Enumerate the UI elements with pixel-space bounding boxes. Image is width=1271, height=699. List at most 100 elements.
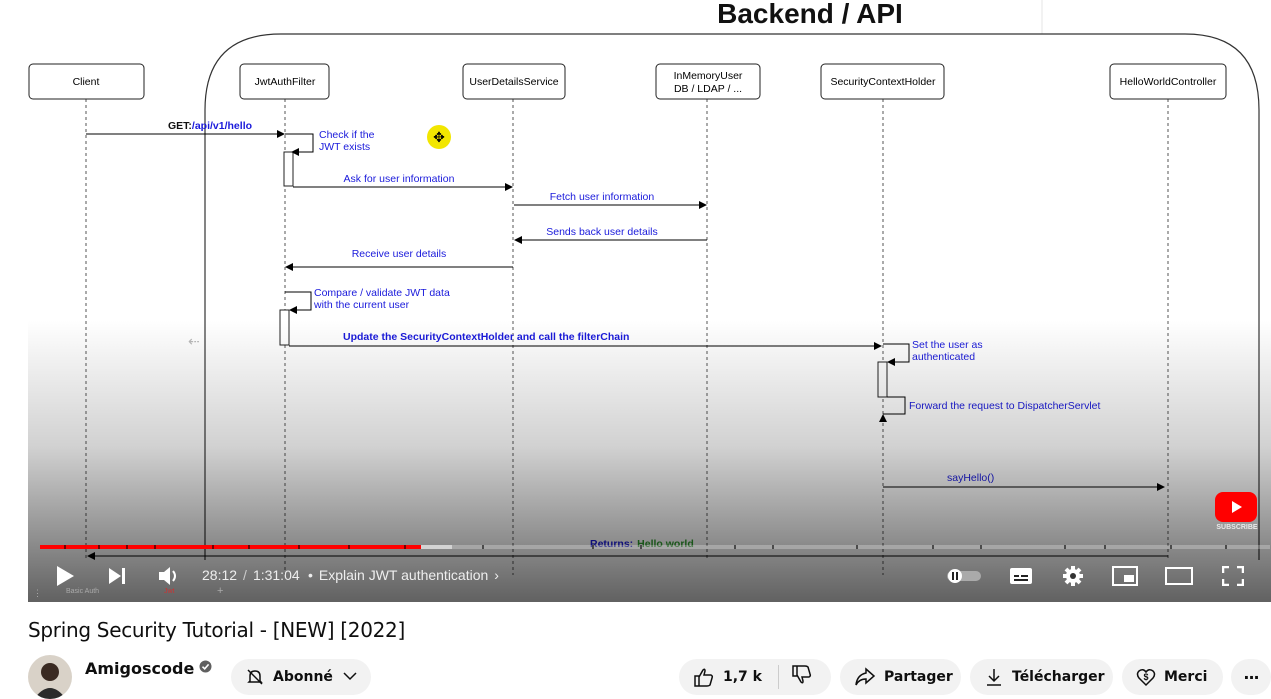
chapter-gap [1064,545,1066,549]
play-icon [57,566,74,586]
autoplay-icon [947,569,981,583]
player-controls: 28:12/1:31:04 •Explain JWT authenticatio… [28,556,1271,596]
chapter-gap [1104,545,1106,549]
theater-mode-button[interactable] [1164,562,1194,590]
video-title: Spring Security Tutorial - [NEW] [2022] [28,618,405,642]
chapter-gap [404,545,406,549]
chapter-bullet: • [308,567,313,583]
msg-check-jwt-arrow [285,133,314,156]
chapter-gaps [64,545,1227,549]
channel-name[interactable]: Amigoscode [85,659,195,678]
tab-add: + [217,585,224,597]
backend-boundary [204,33,1260,560]
svg-text:HelloWorldController: HelloWorldController [1120,76,1217,88]
like-count: 1,7 k [723,669,762,685]
sequence-diagram: Backend / API Client JwtAuthFilter UserD… [28,0,1260,575]
msg-set-user-arrow [883,343,910,366]
current-time: 28:12 [202,567,238,583]
tabs-menu-icon: ⋮ [33,588,42,598]
subscribe-watermark[interactable]: SUBSCRIBE [1214,490,1258,534]
download-label: Télécharger [1012,669,1105,685]
share-label: Partager [884,669,953,685]
play-button[interactable] [50,562,80,590]
gear-icon [1063,566,1083,586]
like-dislike-group: 1,7 k [679,659,831,695]
chapter-gap [154,545,156,549]
actor-jwt-auth-filter: JwtAuthFilter [239,63,330,100]
subscribed-label: Abonné [273,669,333,685]
msg-say-hello: sayHello() [947,472,994,484]
chapter-gap [126,545,128,549]
download-button[interactable]: Télécharger [970,659,1113,695]
chapter-gap [98,545,100,549]
progress-track [40,545,1270,549]
subscribe-label: SUBSCRIBE [1216,524,1258,531]
autoplay-toggle[interactable] [946,562,982,590]
next-button[interactable] [102,562,132,590]
progress-bar[interactable] [40,545,1270,549]
duration: 1:31:04 [252,567,300,583]
thumbs-down-icon [792,665,812,684]
time-display: 28:12/1:31:04 [202,567,300,583]
avatar[interactable] [28,655,72,699]
svg-text:UserDetailsService: UserDetailsService [469,76,558,88]
actor-security-context-holder: SecurityContextHolder [820,63,945,100]
chapter-gap [1170,545,1172,549]
like-divider [778,665,779,689]
svg-text:InMemoryUser: InMemoryUser [674,70,743,82]
like-button[interactable]: 1,7 k [693,667,762,687]
svg-text:Client: Client [73,76,100,88]
msg-compare-arrow [285,291,312,314]
progress-played [40,545,422,549]
chapter-button[interactable]: •Explain JWT authentication› [308,567,499,583]
thanks-button[interactable]: $ Merci [1122,659,1223,695]
actor-in-memory-user-db: InMemoryUser DB / LDAP / ... [655,63,761,100]
chapter-gap [772,545,774,549]
chapter-gap [248,545,250,549]
video-player[interactable]: Backend / API Client JwtAuthFilter UserD… [28,0,1271,602]
fullscreen-button[interactable] [1218,562,1248,590]
share-button[interactable]: Partager [840,659,961,695]
more-actions-button[interactable]: ··· [1231,659,1271,695]
chapter-gap [64,545,66,549]
svg-text:SecurityContextHolder: SecurityContextHolder [830,76,936,88]
msg-get: GET:/api/v1/hello [168,120,252,132]
subscribed-button[interactable]: Abonné [231,659,371,695]
miniplayer-button[interactable] [1110,562,1140,590]
chapter-gap [298,545,300,549]
share-icon [854,667,876,687]
chevron-right-icon: › [494,567,499,583]
chapter-gap [482,545,484,549]
slide-tabs: ⋮ Basic Auth Jwt + [28,583,268,602]
theater-icon [1165,567,1193,585]
verified-icon [199,658,212,677]
svg-text:DB / LDAP / ...: DB / LDAP / ... [674,83,742,95]
fullscreen-icon [1222,566,1244,586]
thanks-label: Merci [1164,669,1208,685]
chapter-gap [348,545,350,549]
actor-client: Client [28,63,145,100]
thumbs-up-icon [694,668,714,687]
thanks-icon: $ [1136,667,1156,687]
youtube-logo-icon [1215,492,1257,522]
channel-name-row: Amigoscode [85,658,212,678]
msg-fetch-user-info: Fetch user information [550,191,655,203]
miniplayer-icon [1112,566,1138,586]
chapter-gap [592,545,594,549]
chapter-gap [734,545,736,549]
msg-forward-arrowhead [879,414,887,422]
msg-check-jwt-2: JWT exists [319,141,370,153]
settings-button[interactable] [1058,562,1088,590]
subtitles-icon [1010,568,1032,584]
msg-forward: Forward the request to DispatcherServlet [909,400,1101,412]
download-icon [984,667,1004,687]
slide-title: Backend / API [717,0,903,29]
dislike-button[interactable] [791,665,813,689]
volume-button[interactable] [154,562,184,590]
volume-icon [159,567,176,585]
chevron-down-icon [343,669,357,685]
chapter-gap [856,545,858,549]
msg-compare-2: with the current user [313,299,410,311]
msg-receive-details: Receive user details [352,248,447,260]
subtitles-button[interactable] [1006,562,1036,590]
